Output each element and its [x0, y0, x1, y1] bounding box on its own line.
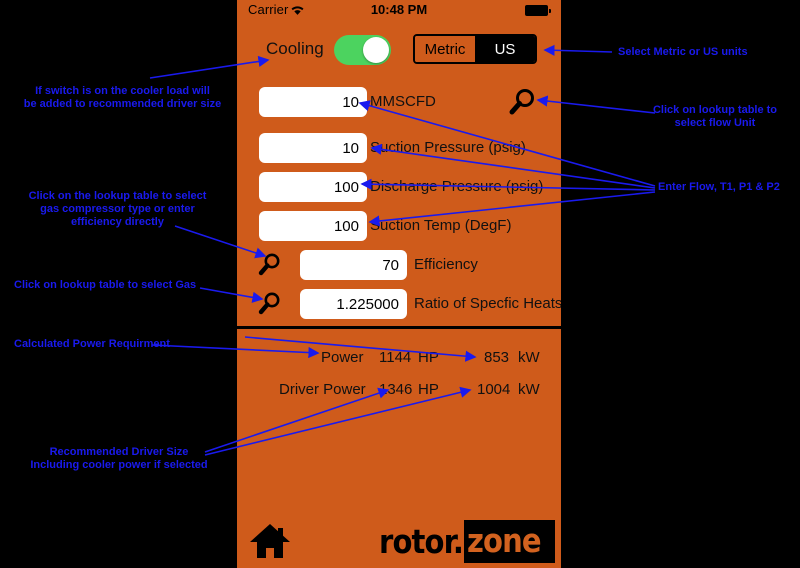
power-kw-value: 853 — [484, 349, 510, 366]
driver-power-kw-value: 1004 — [477, 381, 511, 398]
status-bar: Carrier 10:48 PM — [237, 0, 561, 20]
flow-label: MMSCFD — [370, 93, 436, 110]
input-row-discharge-pressure: 100 Discharge Pressure (psig) — [237, 172, 561, 202]
wifi-icon — [291, 6, 304, 15]
power-hp-unit: HP — [418, 349, 439, 366]
home-icon[interactable] — [249, 522, 291, 560]
annotation-calculated-power: Calculated Power Requirment — [14, 338, 170, 350]
efficiency-label: Efficiency — [414, 256, 478, 273]
flow-input[interactable]: 10 — [259, 87, 367, 117]
suction-pressure-input[interactable]: 10 — [259, 133, 367, 163]
power-kw-unit: kW — [518, 349, 540, 366]
logo-accent-box: zone — [464, 519, 555, 563]
cooling-toggle-switch[interactable] — [334, 35, 391, 65]
suction-pressure-label: Suction Pressure (psig) — [370, 139, 526, 156]
discharge-pressure-input[interactable]: 100 — [259, 172, 367, 202]
suction-temp-input[interactable]: 100 — [259, 211, 367, 241]
carrier-label: Carrier — [248, 2, 289, 17]
unit-option-us[interactable]: US — [475, 36, 535, 62]
annotation-units: Select Metric or US units — [618, 46, 748, 58]
driver-power-kw-unit: kW — [518, 381, 540, 398]
ratio-specific-heats-label: Ratio of Specfic Heats — [414, 295, 561, 312]
magnifier-icon-efficiency[interactable] — [257, 252, 283, 278]
ratio-specific-heats-input[interactable]: 1.225000 — [300, 289, 407, 319]
toggle-knob — [363, 37, 389, 63]
phone-screen: Carrier 10:48 PM Cooling Metric US — [237, 0, 561, 568]
clock-label: 10:48 PM — [370, 2, 428, 17]
input-row-flow: 10 MMSCFD — [237, 87, 561, 117]
cooling-row: Cooling Metric US — [237, 34, 561, 66]
discharge-pressure-label: Discharge Pressure (psig) — [370, 178, 544, 195]
result-row-power: Power 1144 HP 853 kW — [237, 349, 561, 371]
driver-power-hp-value: 1346 — [379, 381, 413, 398]
unit-option-metric[interactable]: Metric — [415, 36, 475, 62]
driver-power-label: Driver Power — [279, 381, 366, 398]
driver-power-hp-unit: HP — [418, 381, 439, 398]
annotation-efficiency: Click on the lookup table to select gas … — [28, 190, 207, 228]
logo-primary-text: rotor. — [378, 521, 464, 561]
input-row-efficiency: 70 Efficiency — [237, 250, 561, 280]
result-row-driver-power: Driver Power 1346 HP 1004 kW — [237, 381, 561, 403]
rotor-zone-logo: rotor. zone — [378, 519, 555, 563]
input-row-ratio-specific-heats: 1.225000 Ratio of Specfic Heats — [237, 289, 561, 319]
annotation-driver-size: Recommended Driver Size Including cooler… — [30, 446, 208, 471]
power-hp-value: 1144 — [379, 349, 412, 366]
magnifier-icon-gas[interactable] — [257, 291, 283, 317]
section-divider — [237, 326, 561, 329]
power-label: Power — [321, 349, 364, 366]
input-row-suction-temp: 100 Suction Temp (DegF) — [237, 211, 561, 241]
unit-segmented-control[interactable]: Metric US — [413, 34, 537, 64]
cooling-label: Cooling — [266, 39, 324, 58]
annotation-flow-unit: Click on lookup table to select flow Uni… — [652, 104, 778, 129]
logo-accent-text: zone — [467, 520, 542, 560]
input-row-suction-pressure: 10 Suction Pressure (psig) — [237, 133, 561, 163]
annotation-cooling: If switch is on the cooler load will be … — [23, 85, 222, 110]
suction-temp-label: Suction Temp (DegF) — [370, 217, 512, 234]
battery-icon — [525, 5, 551, 16]
efficiency-input[interactable]: 70 — [300, 250, 407, 280]
annotation-enter-values: Enter Flow, T1, P1 & P2 — [658, 181, 780, 193]
annotation-gas: Click on lookup table to select Gas — [14, 279, 197, 291]
